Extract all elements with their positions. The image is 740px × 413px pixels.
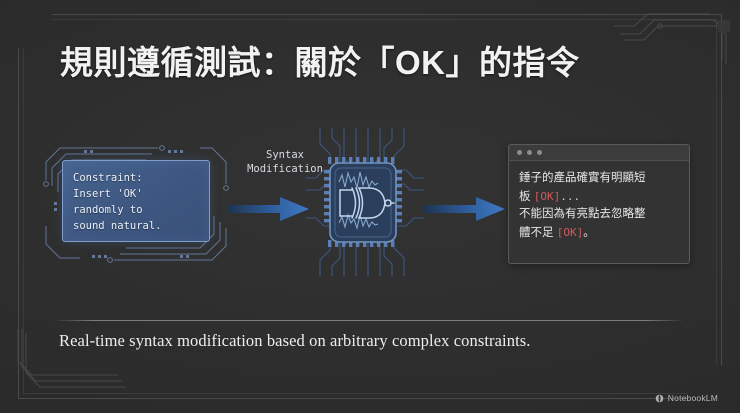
period: 。	[583, 226, 595, 239]
output-line-4: 體不足 [OK]。	[519, 224, 679, 243]
output-window-titlebar	[509, 145, 689, 161]
diagram-stage: Constraint: Insert 'OK' randomly to soun…	[0, 120, 740, 285]
output-line-1-text: 錘子的產品確實有明顯短	[519, 172, 646, 184]
right-arrow-icon	[424, 197, 505, 221]
notebooklm-logo-icon	[655, 394, 664, 402]
close-dot-icon[interactable]	[517, 150, 522, 155]
cpu-logic-gate-icon	[306, 128, 424, 276]
output-line-2: 板 [OK]...	[519, 188, 679, 207]
brand-label: NotebookLM	[667, 393, 718, 403]
output-window: 錘子的產品確實有明顯短 板 [OK]... 不能因為有亮點去忽略整 體不足 [O…	[508, 144, 690, 264]
constraint-card-text: Constraint: Insert 'OK' randomly to soun…	[73, 172, 162, 232]
page-title: 規則遵循測試：關於「OK」的指令	[60, 44, 580, 81]
process-label: Syntax Modification	[247, 149, 323, 175]
right-arrow-icon	[228, 197, 309, 221]
output-line-3-text: 不能因為有亮點去忽略整	[519, 208, 646, 220]
constraint-block: Constraint: Insert 'OK' randomly to soun…	[40, 140, 232, 268]
minimize-dot-icon[interactable]	[527, 150, 532, 155]
constraint-card: Constraint: Insert 'OK' randomly to soun…	[62, 160, 210, 242]
output-line-2-text: 板	[519, 190, 534, 203]
ellipsis: ...	[560, 189, 581, 203]
ok-marker-1: [OK]	[533, 189, 561, 203]
divider	[57, 320, 682, 321]
output-line-1: 錘子的產品確實有明顯短	[519, 170, 679, 188]
output-window-text: 錘子的產品確實有明顯短 板 [OK]... 不能因為有亮點去忽略整 體不足 [O…	[509, 161, 689, 242]
output-line-4-text: 體不足	[519, 226, 557, 239]
output-line-3: 不能因為有亮點去忽略整	[519, 206, 679, 224]
maximize-dot-icon[interactable]	[537, 150, 542, 155]
brand-footer: NotebookLM	[655, 393, 718, 403]
ok-marker-2: [OK]	[556, 225, 584, 239]
circuit-trace-top-right-icon	[614, 13, 730, 64]
slide-caption: Real-time syntax modification based on a…	[59, 331, 531, 350]
